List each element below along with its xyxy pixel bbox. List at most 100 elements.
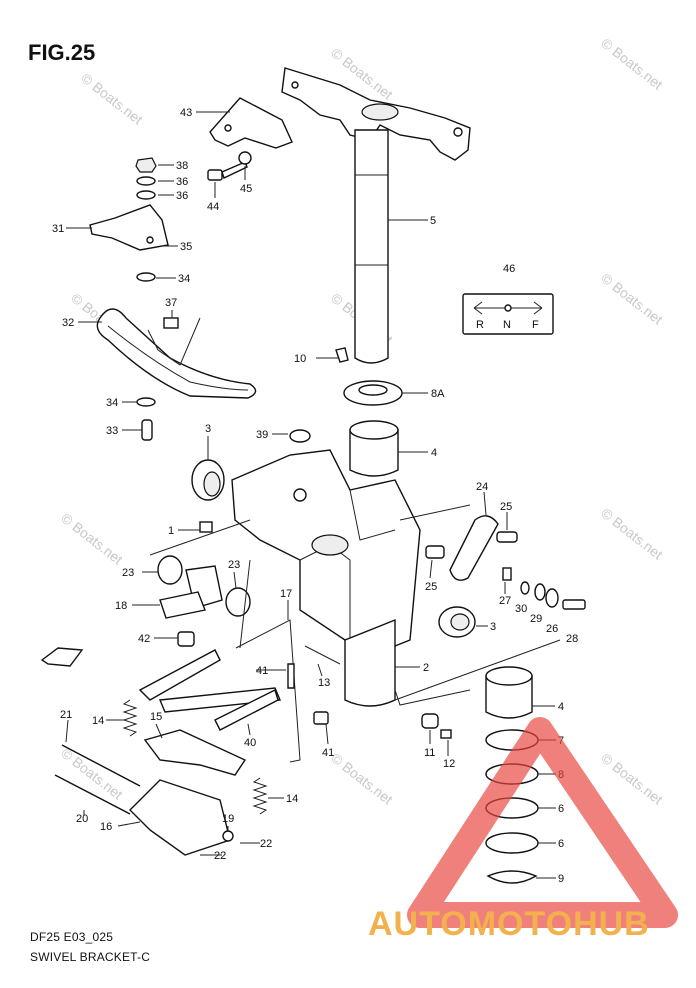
callout-5: 5	[430, 215, 436, 227]
callout-12: 12	[443, 758, 455, 770]
washer-34	[136, 272, 156, 282]
bushing-3-left	[191, 459, 225, 501]
callout-34: 34	[106, 397, 118, 409]
callout-2: 2	[423, 662, 429, 674]
plate-18	[159, 591, 206, 619]
callout-3: 3	[490, 621, 496, 633]
bolt-28	[562, 599, 586, 610]
callout-29: 29	[530, 613, 542, 625]
callout-31: 31	[52, 223, 64, 235]
watermark: © Boats.net	[598, 505, 666, 563]
callout-13: 13	[318, 677, 330, 689]
watermark: © Boats.net	[598, 35, 666, 93]
bolt-42	[177, 631, 195, 647]
logo-triangle-icon	[407, 717, 678, 928]
callout-19: 19	[222, 813, 234, 825]
pin-33	[141, 419, 153, 441]
callout-36: 36	[176, 190, 188, 202]
washer-45	[238, 151, 252, 165]
figure-name: SWIVEL BRACKET-C	[30, 950, 151, 964]
shift-plate: R N F	[462, 293, 554, 335]
callout-9: 9	[558, 873, 564, 885]
callout-1: 1	[168, 525, 174, 537]
washer-19	[222, 830, 234, 842]
stopper-15	[143, 729, 247, 776]
callout-30: 30	[515, 603, 527, 615]
callout-4: 4	[558, 701, 564, 713]
guide-line	[149, 504, 561, 706]
callout-17: 17	[280, 588, 292, 600]
bolt-1	[199, 521, 213, 533]
pin-20	[54, 774, 131, 815]
stopper-16	[129, 779, 231, 856]
callout-25: 25	[500, 501, 512, 513]
screw-37	[163, 317, 179, 329]
callout-39: 39	[256, 429, 268, 441]
shift-link	[89, 204, 169, 251]
bolt-25a	[496, 531, 518, 543]
shift-label-r: R	[476, 319, 484, 331]
callout-41: 41	[256, 665, 268, 677]
bushing-4-lower	[485, 666, 533, 719]
washer-26	[545, 588, 559, 608]
watermark: © Boats.net	[598, 270, 666, 328]
callout-38: 38	[176, 160, 188, 172]
callout-6: 6	[558, 838, 564, 850]
thrust-washer-8a	[343, 380, 403, 406]
callout-22: 22	[260, 838, 272, 850]
washer-30	[520, 581, 530, 595]
steering-shaft	[354, 129, 389, 364]
leader-lines	[65, 111, 556, 879]
bushing-23a	[157, 555, 183, 585]
lever-24	[449, 515, 499, 581]
callout-32: 32	[62, 317, 74, 329]
callout-14: 14	[92, 715, 104, 727]
callout-43: 43	[180, 107, 192, 119]
callout-23: 23	[228, 559, 240, 571]
cam-arm	[96, 308, 257, 399]
callout-37: 37	[165, 297, 177, 309]
callout-16: 16	[100, 821, 112, 833]
callout-33: 33	[106, 425, 118, 437]
callout-42: 42	[138, 633, 150, 645]
washer-34b	[136, 397, 156, 407]
bushing-3-right	[438, 606, 476, 638]
callout-25: 25	[425, 581, 437, 593]
grease-nipple-11	[421, 713, 439, 729]
callout-14: 14	[286, 793, 298, 805]
callout-4: 4	[431, 447, 437, 459]
callout-15: 15	[150, 711, 162, 723]
watermark: © Boats.net	[58, 510, 126, 568]
callout-35: 35	[180, 241, 192, 253]
callout-8a: 8A	[431, 388, 445, 400]
callout-36: 36	[176, 176, 188, 188]
callout-18: 18	[115, 600, 127, 612]
part-labels: 43 38 36 36 45 44 31 35 34 37 32 5 10 8A…	[52, 107, 578, 885]
callout-41: 41	[322, 747, 334, 759]
figure-code: DF25 E03_025	[30, 930, 114, 944]
automotohub-logo: AUTOMOTOHUB	[368, 717, 678, 943]
spring-14a	[122, 699, 138, 737]
callout-3: 3	[205, 423, 211, 435]
spring-14b	[252, 777, 268, 815]
callout-27: 27	[499, 595, 511, 607]
steering-bracket	[281, 67, 471, 161]
key-10	[335, 347, 349, 363]
callout-10: 10	[294, 353, 306, 365]
pin-21	[61, 744, 141, 787]
pin-27	[502, 567, 512, 581]
callout-21: 21	[60, 709, 72, 721]
callout-46: 46	[503, 263, 515, 275]
callout-40: 40	[244, 737, 256, 749]
callout-44: 44	[207, 201, 219, 213]
figure-title: FIG.25	[28, 40, 96, 65]
bolt-44	[207, 161, 248, 181]
logo-text: AUTOMOTOHUB	[368, 905, 650, 943]
bolt-25b	[425, 545, 445, 559]
swivel-tube	[344, 618, 396, 707]
callout-28: 28	[566, 633, 578, 645]
spring-13	[304, 645, 341, 665]
nut-stack	[135, 157, 157, 200]
callout-20: 20	[76, 813, 88, 825]
